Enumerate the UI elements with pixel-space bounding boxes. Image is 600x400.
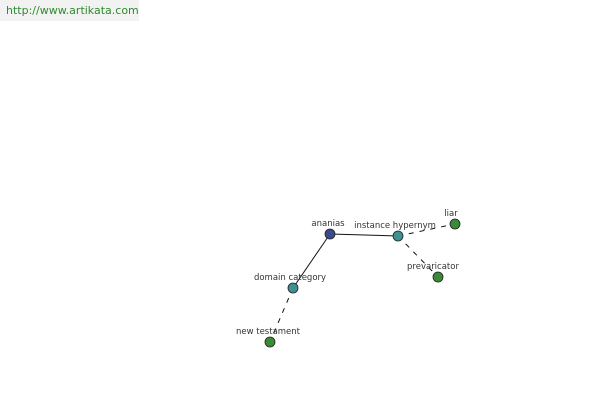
node-instance-hypernym[interactable]: instance hypernym — [354, 221, 436, 242]
edge-ananias-instance-hypernym — [329, 233, 399, 237]
node-label-instance-hypernym[interactable]: instance hypernym — [354, 221, 436, 231]
node-circle-liar[interactable] — [449, 218, 461, 230]
node-label-liar[interactable]: liar — [444, 209, 458, 219]
graph-edges — [269, 223, 456, 343]
node-circle-domain-category[interactable] — [287, 282, 299, 294]
edge-domain-category-new-testament — [269, 287, 294, 343]
node-circle-instance-hypernym[interactable] — [392, 230, 404, 242]
node-label-domain-category[interactable]: domain category — [254, 273, 326, 283]
node-label-new-testament[interactable]: new testament — [236, 327, 301, 337]
node-circle-prevaricator[interactable] — [432, 271, 444, 283]
node-ananias[interactable]: ananias — [311, 219, 345, 240]
node-label-ananias[interactable]: ananias — [311, 219, 345, 229]
edge-instance-hypernym-liar — [397, 223, 456, 237]
source-url-banner[interactable]: http://www.artikata.com — [0, 0, 139, 21]
node-liar[interactable]: liar — [444, 209, 461, 230]
node-domain-category[interactable]: domain category — [254, 273, 326, 294]
node-circle-ananias[interactable] — [324, 228, 336, 240]
graph-nodes: ananias instance hypernym liar prevaricator… — [236, 209, 461, 348]
node-label-prevaricator[interactable]: prevaricator — [407, 262, 459, 272]
edge-ananias-domain-category — [292, 233, 331, 289]
node-prevaricator[interactable]: prevaricator — [407, 262, 459, 283]
node-circle-new-testament[interactable] — [264, 336, 276, 348]
node-new-testament[interactable]: new testament — [236, 327, 301, 348]
edge-instance-hypernym-prevaricator — [397, 235, 439, 278]
